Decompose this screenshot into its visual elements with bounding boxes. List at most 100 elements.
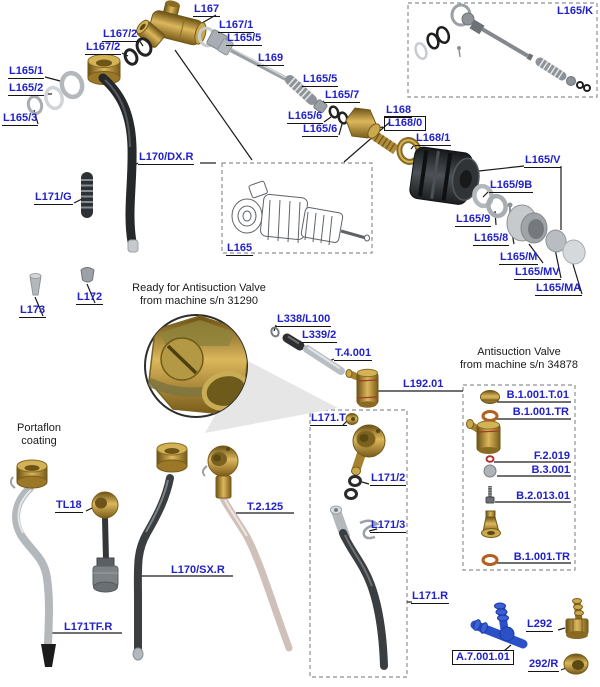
note-antisuction-valve: Antisuction Valve from machine s/n 34878 bbox=[444, 346, 594, 371]
label-l165-3[interactable]: L165/3 bbox=[2, 112, 39, 126]
box-l165k bbox=[407, 2, 598, 98]
label-l292[interactable]: L292 bbox=[526, 618, 554, 632]
cone-l173 bbox=[29, 273, 42, 296]
label-l165-9[interactable]: L165/9 bbox=[455, 213, 492, 227]
wand-tl18 bbox=[91, 491, 119, 593]
note-ready-line2: from machine s/n 31290 bbox=[139, 294, 258, 307]
label-l165-2[interactable]: L165/2 bbox=[8, 82, 45, 96]
label-l165[interactable]: L165 bbox=[226, 242, 254, 256]
label-292r[interactable]: 292/R bbox=[528, 658, 560, 672]
elbow-l171 bbox=[351, 424, 386, 476]
label-tl18[interactable]: TL18 bbox=[55, 499, 83, 513]
ring-l165-1 bbox=[59, 70, 85, 100]
label-b1001tr-b[interactable]: B.1.001.TR bbox=[513, 551, 570, 563]
label-l173[interactable]: L173 bbox=[19, 304, 47, 318]
fitting-l168 bbox=[345, 107, 399, 155]
washer-l165-9b bbox=[472, 183, 494, 209]
label-a700101[interactable]: A.7.001.01 bbox=[452, 650, 514, 665]
note-valve-line1: Antisuction Valve bbox=[477, 346, 561, 358]
label-l171t[interactable]: L171.T bbox=[310, 412, 347, 426]
label-l165-5a[interactable]: L165/5 bbox=[226, 32, 263, 46]
label-t2125[interactable]: T.2.125 bbox=[247, 501, 284, 513]
label-l165v[interactable]: L165/V bbox=[524, 154, 562, 168]
label-l169[interactable]: L169 bbox=[257, 52, 285, 66]
clip-l171-3 bbox=[359, 519, 380, 540]
note-valve-line2: from machine s/n 34878 bbox=[459, 358, 578, 371]
wand-l171tf bbox=[9, 459, 56, 667]
label-l167-1[interactable]: L167/1 bbox=[218, 19, 255, 33]
cylinder-l339 bbox=[282, 333, 305, 351]
spring-l165-5 bbox=[285, 75, 317, 105]
washer-l165-9 bbox=[486, 193, 508, 219]
oring-b1001tr-top bbox=[481, 410, 499, 422]
label-l168-1[interactable]: L168/1 bbox=[415, 132, 452, 146]
screw-b201301 bbox=[485, 486, 495, 504]
label-f2019[interactable]: F.2.019 bbox=[533, 450, 570, 462]
tube-t4001 bbox=[303, 345, 345, 375]
label-b201301[interactable]: B.2.013.01 bbox=[516, 490, 570, 502]
note-portaflon-coating: Portaflon coating bbox=[4, 422, 74, 447]
label-l172[interactable]: L172 bbox=[76, 291, 104, 305]
inset-circle bbox=[144, 314, 248, 418]
oring-l338 bbox=[270, 326, 280, 338]
label-l165k[interactable]: L165/K bbox=[557, 5, 594, 17]
oring-l165-3 bbox=[26, 95, 44, 115]
knob-l165v bbox=[409, 146, 480, 205]
cap-b1001t01 bbox=[480, 390, 500, 404]
label-l165-6a[interactable]: L165/6 bbox=[287, 110, 324, 124]
note-coating-line1: Portaflon bbox=[16, 422, 62, 434]
note-ready-antisuction: Ready for Antisuction Valve from machine… bbox=[124, 282, 274, 307]
label-l165-5b[interactable]: L165/5 bbox=[302, 73, 339, 87]
label-l165m[interactable]: L165/M bbox=[499, 251, 539, 265]
label-l165mv[interactable]: L165/MV bbox=[514, 266, 561, 280]
label-b1001t01[interactable]: B.1.001.T.01 bbox=[506, 389, 569, 401]
wand-t2125 bbox=[201, 445, 293, 652]
note-ready-line1: Ready for Antisuction Valve bbox=[132, 282, 266, 294]
part-l165-7 bbox=[313, 99, 328, 114]
valve-body-l167 bbox=[136, 0, 207, 48]
elbow-l192 bbox=[345, 368, 379, 408]
label-l171r[interactable]: L171.R bbox=[411, 590, 450, 604]
valve-antisuction bbox=[466, 419, 501, 454]
seat-l165m bbox=[506, 204, 548, 244]
orings-l171-2 bbox=[344, 475, 362, 500]
label-l192-01[interactable]: L192.01 bbox=[403, 378, 444, 390]
label-l339-2[interactable]: L339/2 bbox=[301, 329, 338, 343]
label-l167-2a[interactable]: L167/2 bbox=[102, 28, 139, 42]
label-l165ma[interactable]: L165/MA bbox=[535, 282, 583, 296]
barb-l292 bbox=[565, 598, 589, 639]
wand-l170sx bbox=[132, 442, 188, 661]
box-l165 bbox=[221, 162, 373, 254]
disc-l165mv bbox=[545, 229, 567, 253]
label-b1001tr-a[interactable]: B.1.001.TR bbox=[512, 406, 569, 418]
label-l338[interactable]: L338/L100 bbox=[276, 313, 332, 327]
label-l165-6b[interactable]: L165/6 bbox=[302, 123, 339, 137]
orings-l167-2 bbox=[123, 37, 153, 66]
label-l165-7[interactable]: L165/7 bbox=[324, 89, 361, 103]
orings-l165-6 bbox=[328, 105, 349, 125]
label-l171tf[interactable]: L171TF.R bbox=[64, 621, 113, 633]
label-l165-9b[interactable]: L165/9B bbox=[489, 179, 534, 193]
oring-f2019 bbox=[485, 455, 495, 463]
oring-b1001tr-bottom bbox=[481, 554, 499, 566]
label-l167[interactable]: L167 bbox=[193, 3, 221, 17]
label-l168-0[interactable]: L168/0 bbox=[384, 116, 427, 131]
label-t4001[interactable]: T.4.001 bbox=[334, 347, 373, 361]
label-l170dx[interactable]: L170/DX.R bbox=[138, 151, 195, 165]
nut-l171t bbox=[345, 413, 359, 425]
wand-l171r bbox=[330, 505, 388, 670]
drawing-l165 bbox=[231, 180, 370, 246]
label-b3001[interactable]: B.3.001 bbox=[531, 464, 570, 476]
label-l171g[interactable]: L171/G bbox=[34, 191, 73, 205]
label-l171-3[interactable]: L171/3 bbox=[370, 519, 407, 533]
label-l167-2b[interactable]: L167/2 bbox=[85, 41, 122, 55]
label-l171-2[interactable]: L171/2 bbox=[370, 472, 407, 486]
nut-292r bbox=[563, 653, 589, 675]
label-l165-1[interactable]: L165/1 bbox=[8, 65, 45, 79]
label-l170sx[interactable]: L170/SX.R bbox=[171, 564, 225, 576]
box-antisuction-valve bbox=[462, 384, 576, 571]
label-l168[interactable]: L168 bbox=[385, 104, 413, 118]
label-l165-8[interactable]: L165/8 bbox=[473, 232, 510, 246]
